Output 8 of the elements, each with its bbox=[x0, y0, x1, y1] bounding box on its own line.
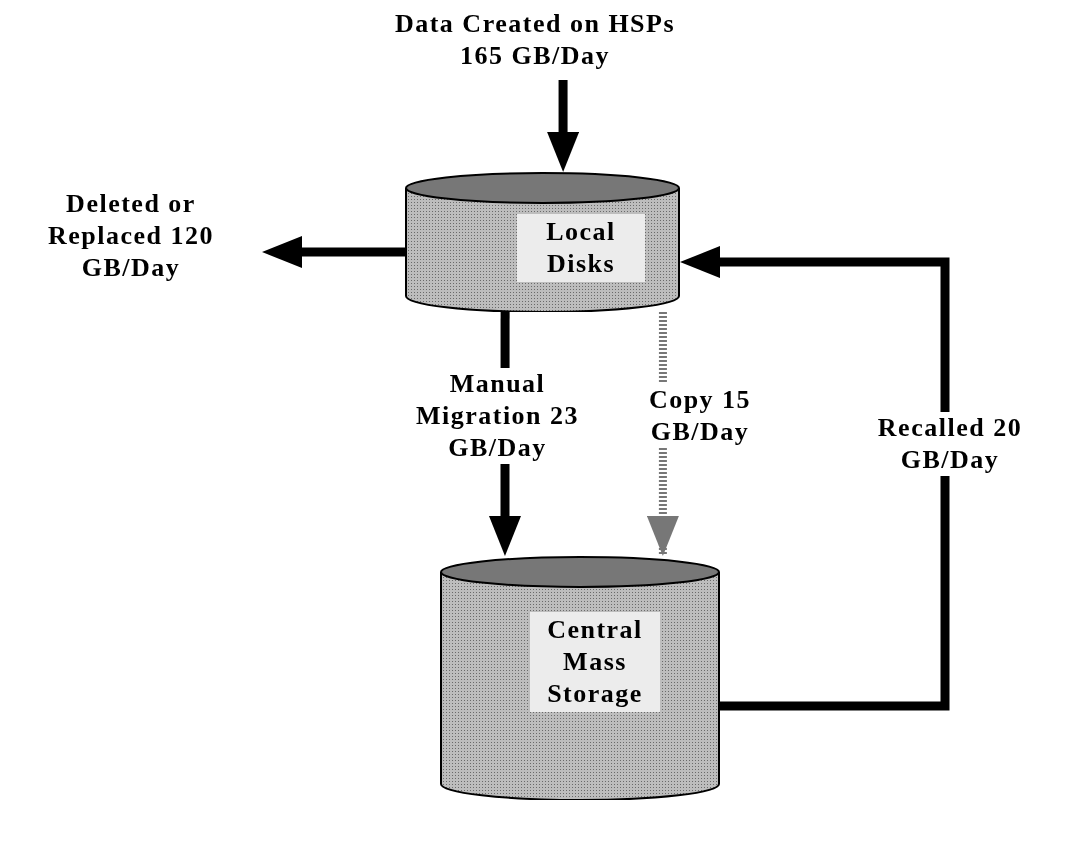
storage-label: Central Mass Storage bbox=[530, 612, 660, 712]
flow-label: Deleted or Replaced 120 GB/Day bbox=[46, 188, 215, 284]
arrow bbox=[262, 236, 405, 268]
edge-label: Manual Migration 23 GB/Day bbox=[415, 368, 580, 464]
arrow bbox=[547, 80, 580, 172]
flow-label: Data Created on HSPs 165 GB/Day bbox=[393, 8, 677, 72]
storage-label: Local Disks bbox=[517, 214, 645, 282]
arrow bbox=[680, 246, 950, 711]
